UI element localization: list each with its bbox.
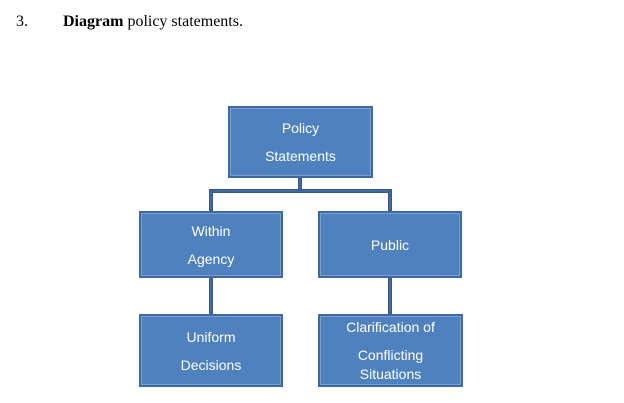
node-within-agency: Within Agency [139,211,283,278]
connector-root-stem [298,178,302,193]
node-label-line: Within [191,222,231,239]
item-text-rest: policy statements. [123,13,243,30]
node-label-line: Decisions [180,356,242,373]
node-label-line: Conflicting [357,347,424,363]
node-label-line: Statements [265,148,336,164]
list-item-heading: 3. Diagram policy statements. [0,13,624,35]
node-label-line: Uniform [186,328,236,345]
node-label-line: Policy [281,120,320,136]
connector-within-to-uniform [209,278,213,314]
connector-horizontal-bar [209,189,392,193]
node-clarification-of-conflicting-situations: Clarification of Conflicting Situations [318,314,463,387]
node-label-line: Agency [187,250,235,267]
node-label-line: Clarification of [346,319,435,335]
node-label-line: Public [370,236,410,253]
node-label-line: Situations [359,366,422,382]
connector-public-to-clarification [388,278,392,314]
node-public: Public [318,211,462,278]
item-text: Diagram policy statements. [63,13,243,31]
node-policy-statements: Policy Statements [228,106,373,178]
item-text-bold: Diagram [63,13,124,30]
connector-right-drop [388,189,392,211]
connector-left-drop [209,189,213,211]
item-number: 3. [16,13,28,30]
node-uniform-decisions: Uniform Decisions [139,314,283,387]
